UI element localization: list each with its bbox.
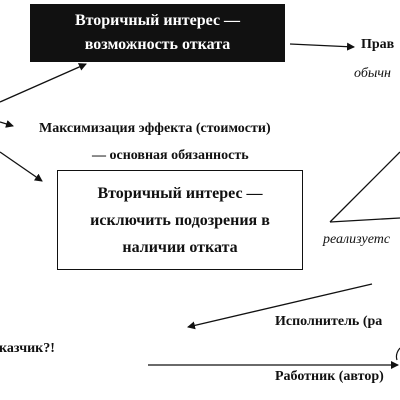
bracket-fragment bbox=[395, 347, 400, 361]
arrow-to-right-top bbox=[289, 42, 355, 51]
realizes-label: реализуетс bbox=[323, 232, 391, 247]
customer-label: казчик?! bbox=[0, 341, 55, 356]
executor-label: Исполнитель (ра bbox=[275, 314, 383, 329]
middle-box-line3: наличии отката bbox=[122, 238, 238, 256]
top-box: Вторичный интерес — возможность отката bbox=[30, 4, 285, 62]
main-duty-line2: — основная обязанность bbox=[92, 148, 249, 163]
right-top-label: Прав bbox=[361, 37, 395, 52]
middle-box-line1: Вторичный интерес — bbox=[97, 184, 263, 202]
top-box-line2: возможность отката bbox=[84, 36, 231, 53]
middle-box: Вторичный интерес — исключить подозрения… bbox=[57, 170, 303, 270]
triangle-edge-diagonal bbox=[329, 151, 400, 223]
arrow-to-main-duty bbox=[0, 120, 14, 128]
arrow-to-middle-box bbox=[0, 151, 43, 182]
middle-box-line2: исключить подозрения в bbox=[90, 211, 270, 229]
right-top-sublabel: обычн bbox=[354, 66, 391, 81]
top-box-line1: Вторичный интерес — bbox=[74, 12, 241, 29]
arrow-to-top-box bbox=[0, 63, 87, 103]
worker-label: Работник (автор) bbox=[275, 369, 384, 384]
arrow-to-executor-left bbox=[187, 283, 373, 330]
main-duty-line1: Максимизация эффекта (стоимости) bbox=[39, 121, 271, 136]
triangle-edge-base bbox=[329, 217, 400, 223]
